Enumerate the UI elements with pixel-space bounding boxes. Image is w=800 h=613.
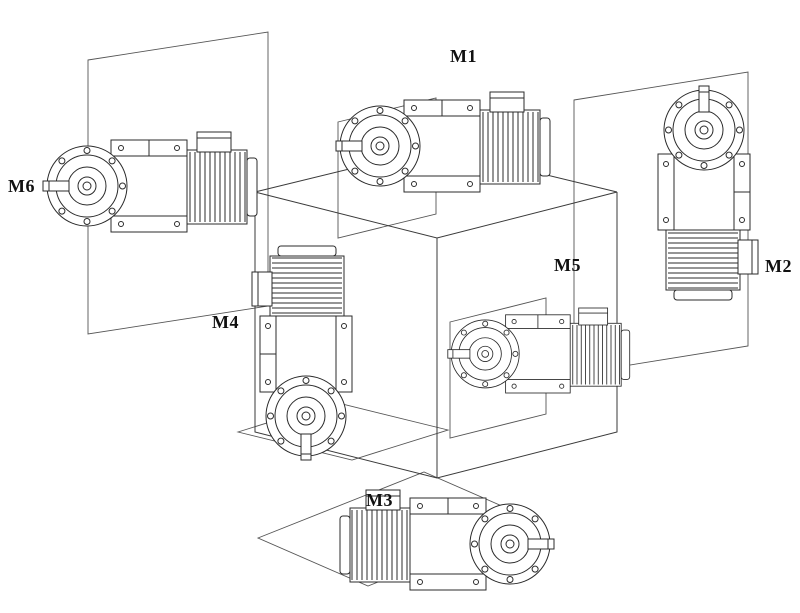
gearmotor-m1-drawing (335, 91, 551, 193)
label-m4: M4 (212, 312, 239, 332)
gearmotor-m6-drawing (42, 131, 258, 233)
label-m3: M3 (366, 490, 393, 510)
label-m1: M1 (450, 46, 477, 66)
gearmotor-m4-drawing (251, 245, 353, 461)
mounting-plane-m5 (449, 297, 547, 439)
label-m6: M6 (8, 176, 35, 196)
gearmotor-drawings (42, 85, 759, 591)
mounting-plane-m2 (573, 71, 749, 375)
label-m5: M5 (554, 255, 581, 275)
label-m2: M2 (765, 256, 792, 276)
gearmotor-m2-drawing (657, 85, 759, 301)
mounting-plane-m1 (337, 97, 437, 239)
gearmotor-m5-drawing (447, 307, 631, 394)
